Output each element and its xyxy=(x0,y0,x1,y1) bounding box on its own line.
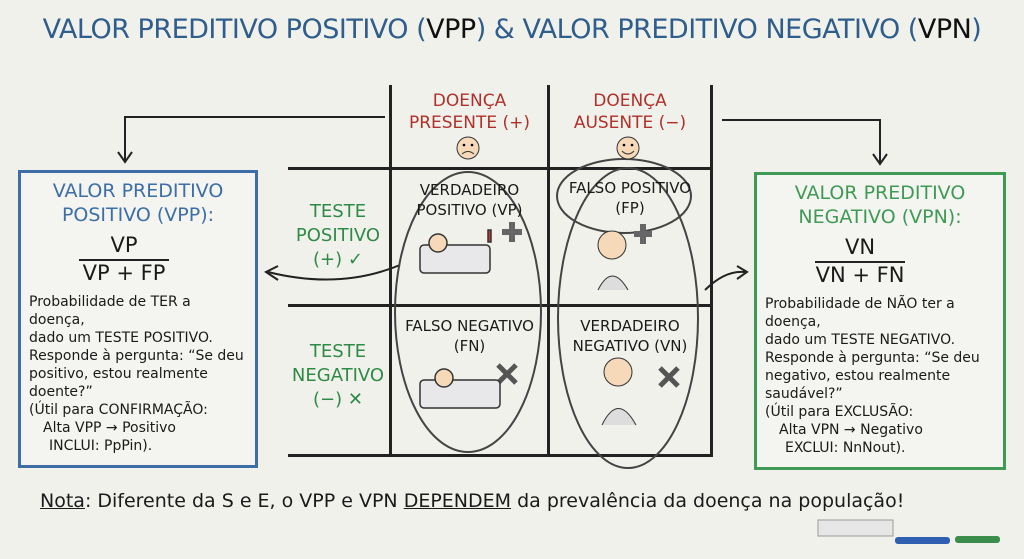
arrow-to-vpp-box xyxy=(124,116,385,160)
page-title: VALOR PREDITIVO POSITIVO (VPP) & VALOR P… xyxy=(42,14,982,45)
cell-false-negative: FALSO NEGATIVO(FN) xyxy=(405,317,534,355)
cell-false-positive: FALSO POSITIVO(FP) xyxy=(568,179,692,217)
happy-face-icon xyxy=(616,136,640,160)
grid-line xyxy=(288,304,713,307)
thumbs-up-person-icon xyxy=(601,357,637,426)
plus-icon xyxy=(634,224,652,244)
arrow-positive xyxy=(267,264,401,281)
note: Nota: Diferente da S e E, o VPP e VPN DE… xyxy=(40,490,905,512)
vpn-description: Probabilidade de NÃO ter a doença,dado u… xyxy=(765,296,980,456)
plus-icon xyxy=(502,222,522,242)
sad-face-icon xyxy=(456,136,480,160)
patient-bed-icon xyxy=(419,368,501,409)
vpp-description: Probabilidade de TER a doença,dado um TE… xyxy=(29,294,244,454)
oval-false-positive xyxy=(556,158,692,234)
markers-icon xyxy=(817,519,1000,544)
grid-line xyxy=(288,454,713,457)
grid-line xyxy=(288,167,713,170)
grid-line xyxy=(389,85,392,457)
oval-test-negative xyxy=(557,167,699,469)
grid-line xyxy=(710,85,713,457)
oval-disease-present xyxy=(394,171,542,453)
grid-line xyxy=(547,85,550,457)
confused-person-icon xyxy=(597,230,629,291)
arrow-negative xyxy=(704,270,746,291)
x-icon xyxy=(496,363,680,388)
patient-bed-icon xyxy=(419,229,492,274)
arrow-to-vpn-box xyxy=(722,119,881,162)
